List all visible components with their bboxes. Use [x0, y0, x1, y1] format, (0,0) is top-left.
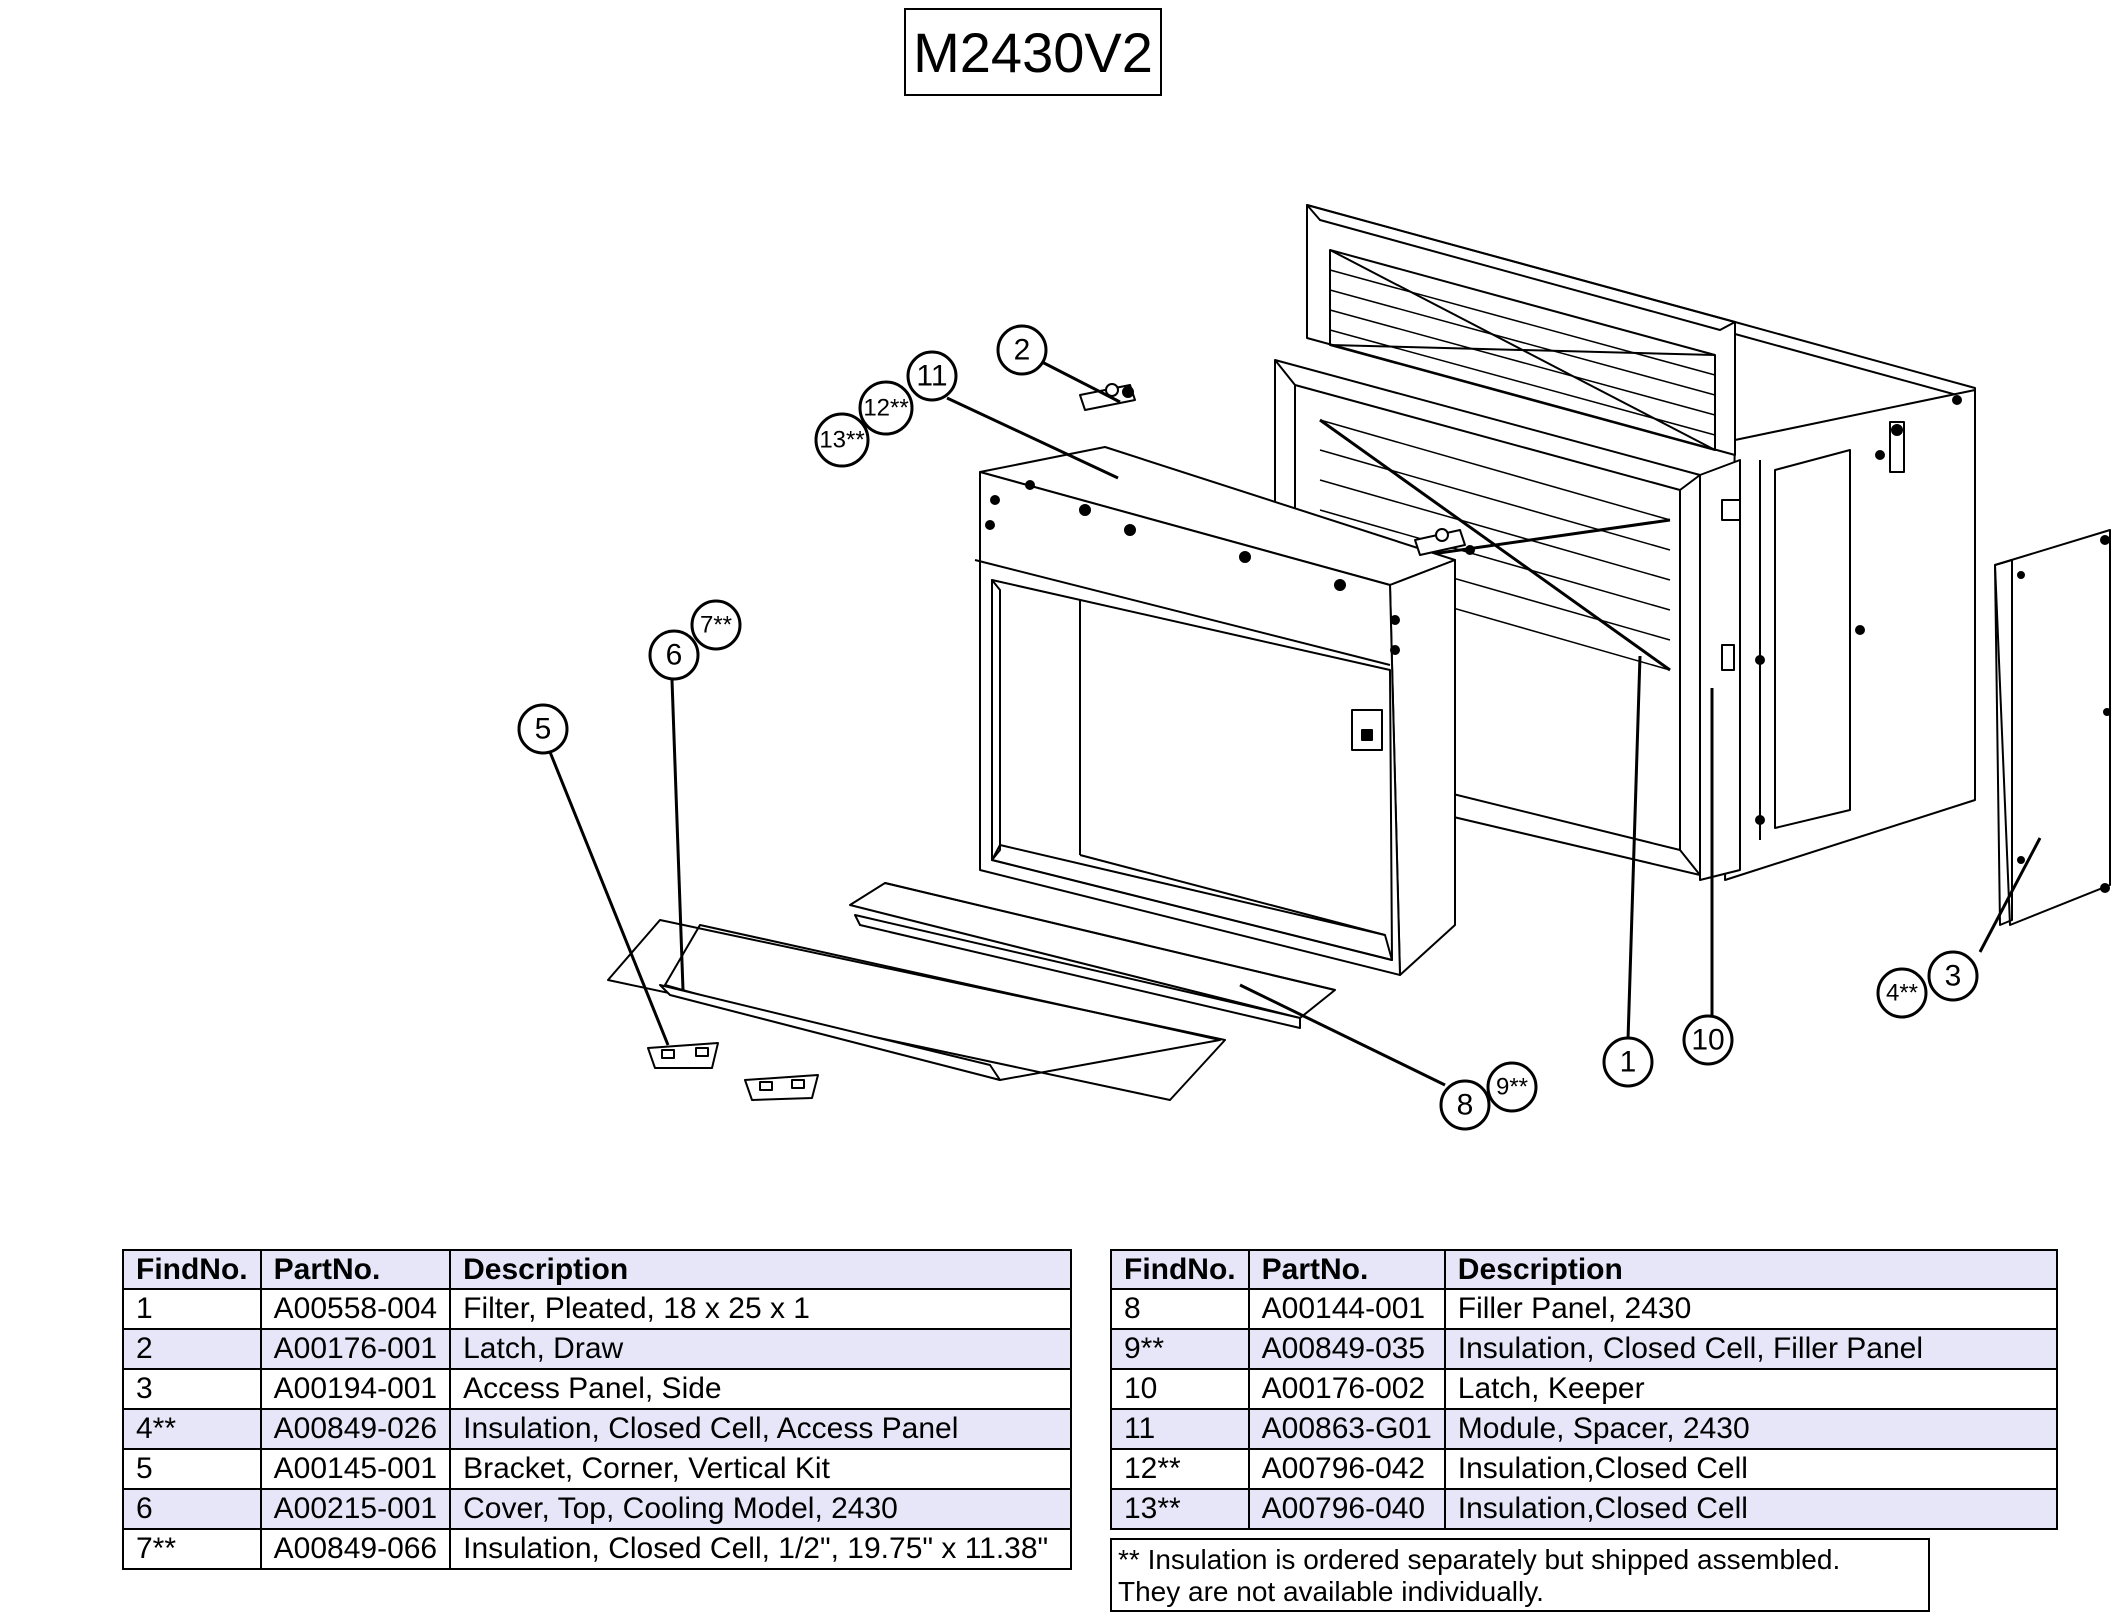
spacer-module: [974, 446, 1475, 976]
callout-6: 6: [666, 639, 683, 672]
table-row: 13** A00796-040 Insulation,Closed Cell: [1110, 1488, 2059, 1530]
callout-11: 11: [916, 360, 947, 393]
drawing-title: M2430V2: [904, 8, 1162, 96]
callout-5: 5: [535, 713, 552, 746]
draw-latch: [1079, 383, 1466, 556]
table-row: 5 A00145-001 Bracket, Corner, Vertical K…: [122, 1448, 1072, 1490]
table-row: 4** A00849-026 Insulation, Closed Cell, …: [122, 1408, 1072, 1450]
callout-12: 12**: [863, 395, 908, 422]
top-cover: [607, 919, 1226, 1101]
table-row: 6 A00215-001 Cover, Top, Cooling Model, …: [122, 1488, 1072, 1530]
header-findno: FindNo.: [122, 1249, 262, 1290]
parts-table-left: FindNo. PartNo. Description 1 A00558-004…: [122, 1249, 1072, 1570]
table-row: 9** A00849-035 Insulation, Closed Cell, …: [1110, 1328, 2059, 1370]
side-access-panel: [1994, 529, 2111, 926]
header-description: Description: [1443, 1249, 2059, 1290]
filter-rear: [1306, 204, 1736, 456]
table-row: 11 A00863-G01 Module, Spacer, 2430: [1110, 1408, 2059, 1450]
leader-lines: [548, 360, 2042, 1087]
callout-8: 8: [1457, 1089, 1474, 1122]
parts-table-right: FindNo. PartNo. Description 8 A00144-001…: [1110, 1249, 2059, 1530]
callout-10: 10: [1691, 1024, 1724, 1057]
table-row: 1 A00558-004 Filter, Pleated, 18 x 25 x …: [122, 1288, 1072, 1330]
header-partno: PartNo.: [1247, 1249, 1446, 1290]
exploded-view-diagram: 1 2 3 4** 5 6 7** 8 9** 10 11 12** 13**: [517, 204, 2111, 1131]
callout-2: 2: [1014, 334, 1031, 367]
callout-circles: [517, 324, 1979, 1131]
callout-3: 3: [1945, 960, 1962, 993]
table-row: 12** A00796-042 Insulation,Closed Cell: [1110, 1448, 2059, 1490]
table-row: 8 A00144-001 Filler Panel, 2430: [1110, 1288, 2059, 1330]
callout-9: 9**: [1496, 1074, 1528, 1101]
table-row: 3 A00194-001 Access Panel, Side: [122, 1368, 1072, 1410]
table-row: 2 A00176-001 Latch, Draw: [122, 1328, 1072, 1370]
header-findno: FindNo.: [1110, 1249, 1250, 1290]
note-line-2: They are not available individually.: [1118, 1576, 1544, 1607]
callout-7: 7**: [700, 612, 732, 639]
insulation-note: ** Insulation is ordered separately but …: [1110, 1538, 1930, 1612]
header-partno: PartNo.: [259, 1249, 452, 1290]
table-row: 10 A00176-002 Latch, Keeper: [1110, 1368, 2059, 1410]
callout-13: 13**: [819, 427, 864, 454]
cabinet-housing: [1559, 321, 1976, 881]
corner-brackets: [647, 1042, 819, 1101]
table-row: 7** A00849-066 Insulation, Closed Cell, …: [122, 1528, 1072, 1570]
header-description: Description: [449, 1249, 1072, 1290]
filler-panel: [849, 882, 1336, 1029]
note-line-1: ** Insulation is ordered separately but …: [1118, 1544, 1841, 1575]
callout-4: 4**: [1886, 980, 1918, 1007]
callout-1: 1: [1620, 1046, 1637, 1079]
